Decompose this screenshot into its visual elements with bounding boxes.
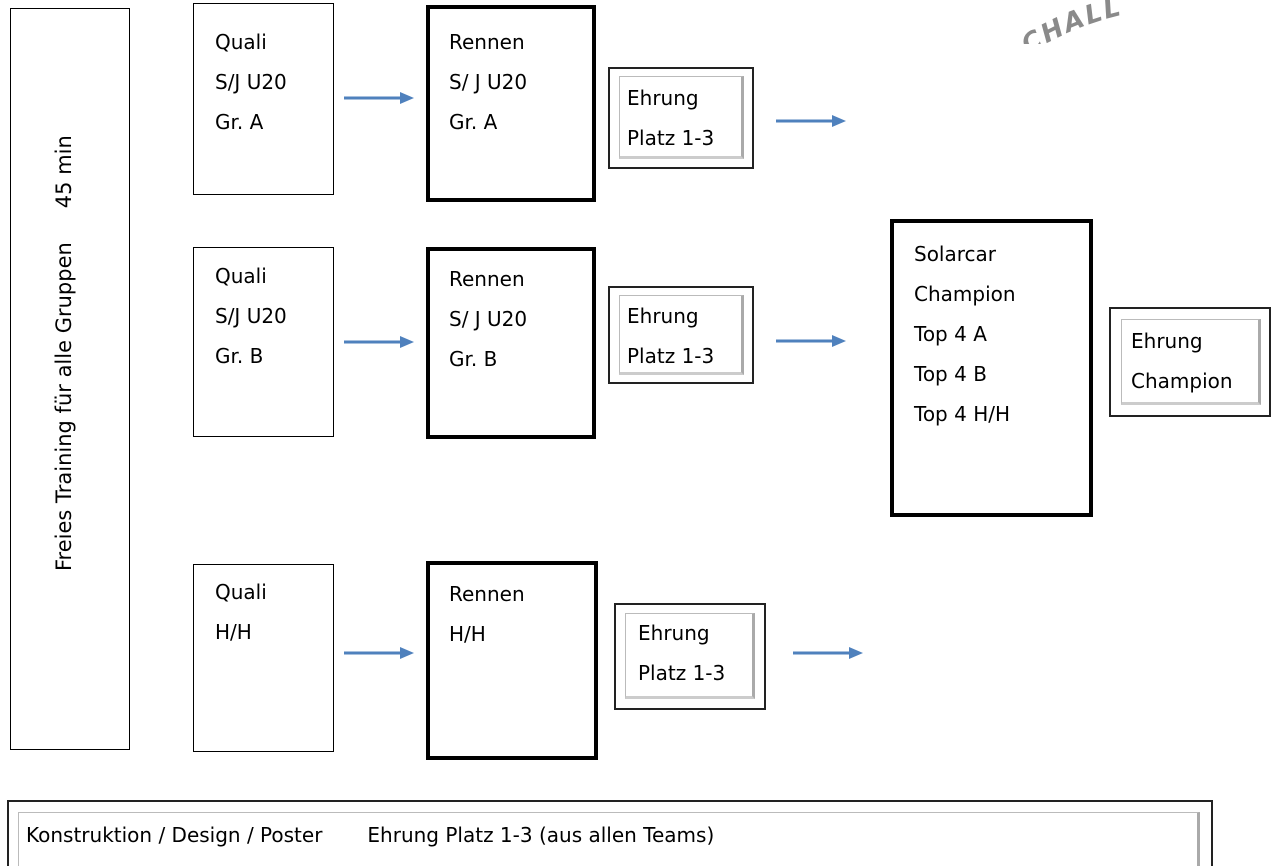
ehrung-inner-hh [625, 613, 755, 699]
arrow-quali-rennen-a [344, 92, 414, 104]
training-duration: 45 min [52, 135, 76, 209]
quali-box-b [193, 247, 334, 437]
ehrung-text-champion: Ehrung Champion [1131, 329, 1233, 393]
training-label: Freies Training für alle Gruppen [52, 242, 76, 571]
rennen-text-hh: Rennen H/H [449, 582, 525, 646]
training-box [10, 8, 130, 750]
rennen-box-a [426, 5, 596, 202]
ehrung-text-b: Ehrung Platz 1-3 [627, 304, 715, 368]
arrow-quali-rennen-hh [344, 647, 414, 659]
rennen-text-a: Rennen S/ J U20 Gr. A [449, 30, 528, 134]
logo-text: CHALL [1016, 0, 1123, 44]
bottom-banner-text: Konstruktion / Design / Poster Ehrung Pla… [26, 815, 714, 855]
rennen-text-b: Rennen S/ J U20 Gr. B [449, 267, 528, 371]
arrow-ehrung-out-hh [793, 647, 863, 659]
champion-text: Solarcar Champion Top 4 A Top 4 B Top 4 … [914, 242, 1016, 426]
ehrung-inner-champion [1121, 319, 1261, 405]
training-label-group: Freies Training für alle Gruppen 45 min [52, 135, 80, 571]
champion-box [890, 219, 1093, 517]
ehrung-inner-b [619, 295, 744, 375]
bottom-left-label: Konstruktion / Design / Poster [26, 823, 323, 847]
arrow-quali-rennen-b [344, 336, 414, 348]
quali-box-hh [193, 564, 334, 752]
ehrung-text-hh: Ehrung Platz 1-3 [638, 621, 726, 685]
arrow-ehrung-out-a [776, 115, 846, 127]
rennen-box-hh [426, 561, 598, 760]
quali-text-hh: Quali H/H [215, 580, 267, 644]
bottom-right-label: Ehrung Platz 1-3 (aus allen Teams) [367, 823, 715, 847]
arrow-ehrung-out-b [776, 335, 846, 347]
ehrung-text-a: Ehrung Platz 1-3 [627, 86, 715, 150]
bottom-banner-inner [18, 812, 1200, 866]
quali-text-a: Quali S/J U20 Gr. A [215, 30, 287, 134]
quali-text-b: Quali S/J U20 Gr. B [215, 264, 287, 368]
ehrung-inner-a [619, 76, 744, 159]
rennen-box-b [426, 247, 596, 439]
quali-box-a [193, 3, 334, 195]
challenge-logo: CHALL [1016, 0, 1125, 44]
svg-text:CHALL: CHALL [1016, 0, 1125, 44]
